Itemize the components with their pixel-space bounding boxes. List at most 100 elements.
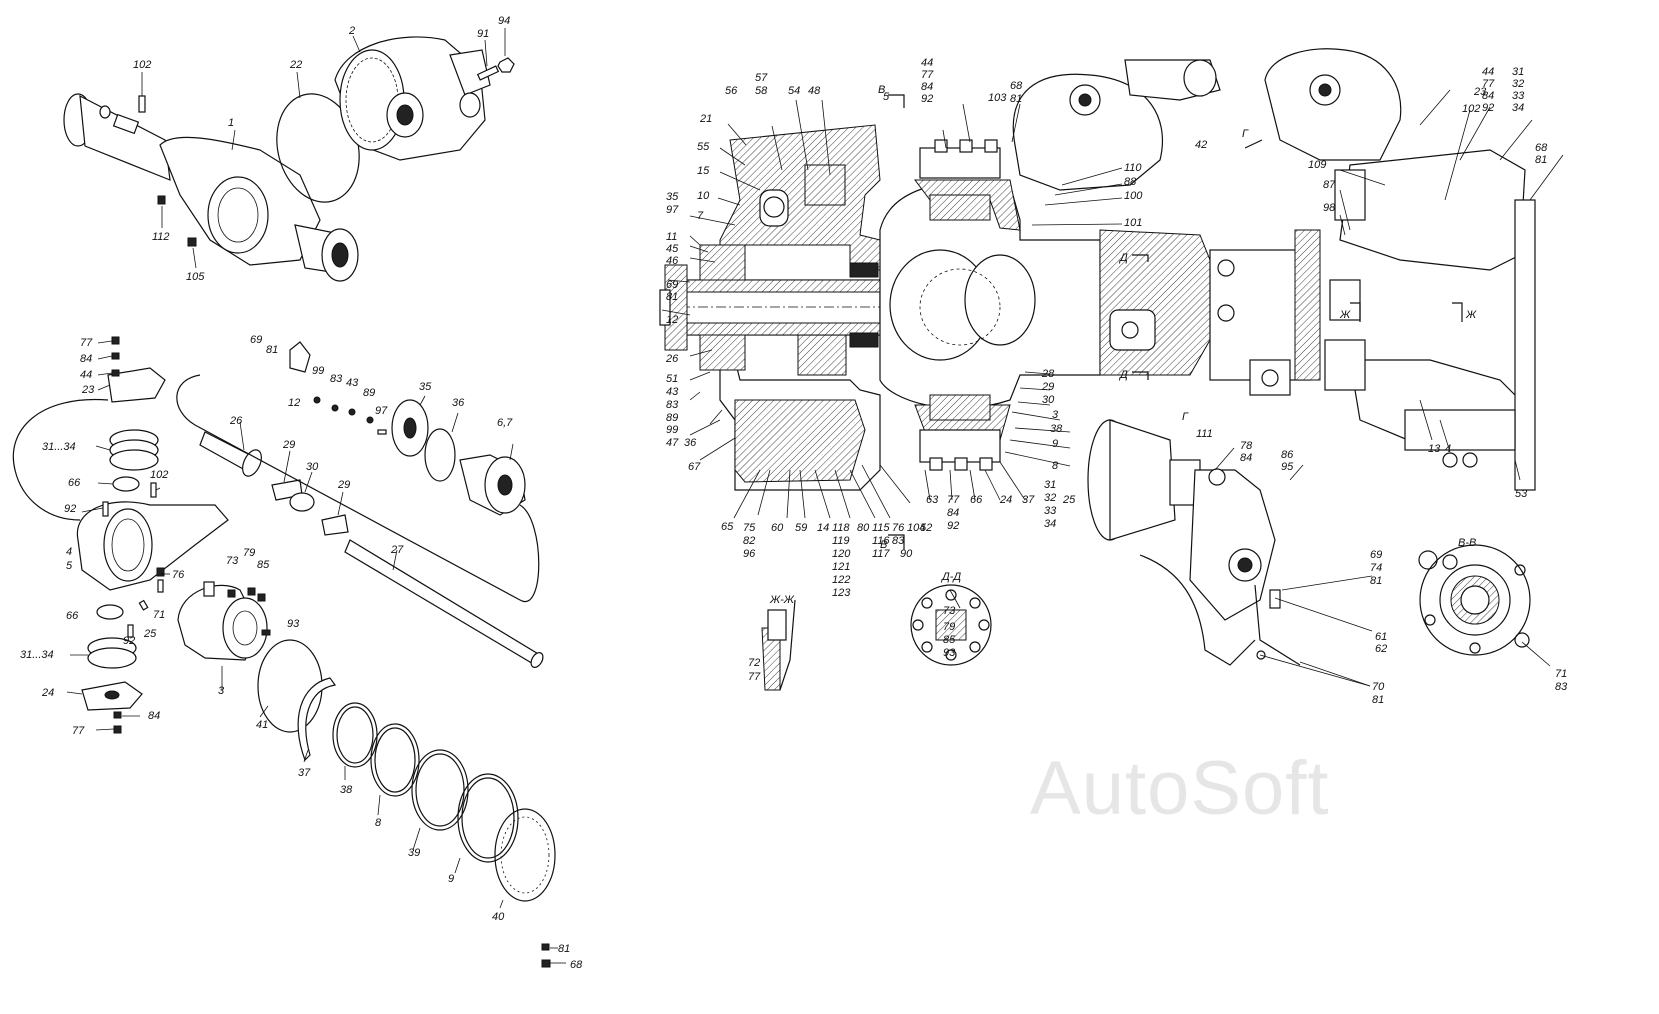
part-label: 83 xyxy=(1555,681,1568,693)
brake-chamber-view-g xyxy=(1087,419,1301,666)
part-label: 54 xyxy=(788,85,800,97)
part-label: 31...34 xyxy=(20,649,54,661)
part-label: 31...34 xyxy=(42,441,76,453)
part-label: 38 xyxy=(1050,423,1063,435)
section-title-d-d: Д-Д xyxy=(940,571,961,583)
part-label: 48 xyxy=(808,85,821,97)
part-label: 14 xyxy=(817,522,829,534)
part-label: 77 xyxy=(748,671,761,683)
part-label: 35 xyxy=(419,381,432,393)
part-label: 42 xyxy=(1195,139,1207,151)
part-label: 84 xyxy=(80,353,92,365)
part-label: 84 xyxy=(1482,90,1494,102)
part-label: 43 xyxy=(346,377,359,389)
part-label: 81 xyxy=(666,291,678,303)
part-label: 88 xyxy=(1124,176,1137,188)
part-label: 83 xyxy=(330,373,343,385)
part-label: 77 xyxy=(1482,78,1495,90)
part-label: 37 xyxy=(1022,494,1035,506)
part-label: 4 xyxy=(66,546,72,558)
part-label: 40 xyxy=(492,911,505,923)
part-label: 29 xyxy=(282,439,295,451)
part-label: 55 xyxy=(697,141,710,153)
part-label: 52 xyxy=(920,522,932,534)
part-label: 97 xyxy=(666,204,679,216)
part-label: 59 xyxy=(795,522,807,534)
part-label: 68 xyxy=(1010,80,1023,92)
part-label: 44 xyxy=(921,57,933,69)
part-label: 87 xyxy=(1323,179,1336,191)
part-label: 66 xyxy=(68,477,81,489)
part-label: 99 xyxy=(312,365,324,377)
part-label: 8 xyxy=(1052,460,1059,472)
part-label: 84 xyxy=(148,710,160,722)
part-label: 15 xyxy=(697,165,710,177)
stud-91 xyxy=(476,65,500,81)
part-label: 100 xyxy=(1124,190,1143,202)
part-label: 119 xyxy=(832,535,850,547)
part-label: 33 xyxy=(1512,90,1525,102)
part-label: 118 xyxy=(832,522,850,534)
part-label: 116 xyxy=(872,535,890,547)
part-label: 36 xyxy=(684,437,697,449)
part-label: 101 xyxy=(1124,217,1142,229)
section-title-v-v: В-В xyxy=(1458,537,1476,549)
part-label: 34 xyxy=(1044,518,1056,530)
hub-parts xyxy=(289,341,526,516)
part-label: 85 xyxy=(257,559,270,571)
part-label: 10 xyxy=(697,190,710,202)
watermark: AutoSoft xyxy=(1030,746,1330,831)
part-label: 121 xyxy=(832,561,850,573)
part-label: 105 xyxy=(186,271,205,283)
part-label: 78 xyxy=(1240,440,1253,452)
section-v-v xyxy=(1418,544,1531,656)
part-label: 80 xyxy=(857,522,870,534)
part-label: 77 xyxy=(947,494,960,506)
assembly-loop-right xyxy=(176,374,540,603)
part-label: 56 xyxy=(725,85,738,97)
part-label: 75 xyxy=(743,522,756,534)
part-label: 66 xyxy=(66,610,79,622)
part-label: 3 xyxy=(1052,409,1059,421)
part-label: 29 xyxy=(1041,381,1054,393)
part-label: 25 xyxy=(143,628,157,640)
part-label: 66 xyxy=(970,494,983,506)
axle-beam-right xyxy=(1099,229,1321,381)
part-label: 111 xyxy=(1196,428,1213,440)
part-label: 61 xyxy=(1375,631,1387,643)
section-marker-d-lower: Д xyxy=(1118,369,1128,381)
rings-stack xyxy=(257,639,556,968)
part-label: 62 xyxy=(1375,643,1387,655)
part-label: 45 xyxy=(666,243,679,255)
part-label: 81 xyxy=(266,344,278,356)
part-label: 81 xyxy=(1010,93,1022,105)
part-label: 26 xyxy=(665,353,679,365)
part-label: 92 xyxy=(123,635,135,647)
section-title-zh-zh: Ж-Ж xyxy=(769,594,795,606)
part-label: 79 xyxy=(943,621,955,633)
part-label: 41 xyxy=(256,719,268,731)
part-label: 31 xyxy=(1044,479,1056,491)
part-label: 3 xyxy=(218,685,225,697)
part-label: 84 xyxy=(947,507,959,519)
section-marker-v-top: В xyxy=(878,84,885,96)
part-label: 82 xyxy=(743,535,755,547)
part-label: 69 xyxy=(250,334,262,346)
differential-ball xyxy=(879,139,1101,471)
section-zh-zh xyxy=(761,599,796,691)
part-label: 30 xyxy=(1042,394,1055,406)
part-label: 83 xyxy=(892,535,905,547)
differential-part-2 xyxy=(334,36,491,161)
part-label: 98 xyxy=(1323,202,1336,214)
part-label: 99 xyxy=(666,424,678,436)
part-label: 84 xyxy=(1240,452,1252,464)
part-label: 79 xyxy=(243,547,255,559)
section-marker-zh-left: Ж xyxy=(1339,309,1351,321)
part-label: 27 xyxy=(390,544,404,556)
part-label: 102 xyxy=(150,469,168,481)
part-label: 24 xyxy=(41,687,54,699)
part-label: 24 xyxy=(999,494,1012,506)
axle-housing-part-1 xyxy=(63,93,359,282)
